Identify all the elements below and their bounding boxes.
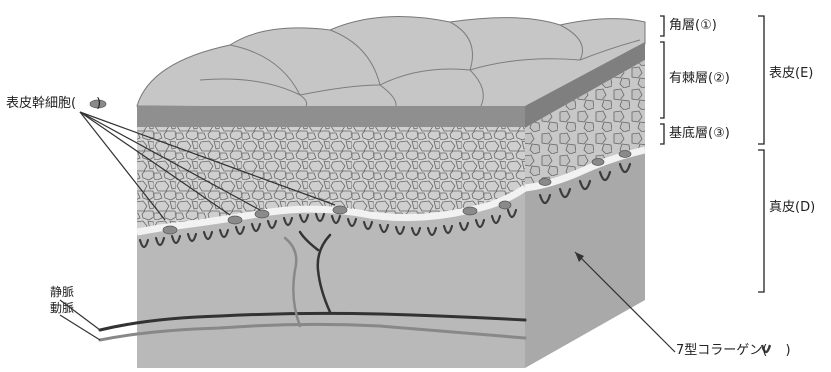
label-stem-cell: 表皮幹細胞() <box>6 96 101 112</box>
cornified-band-front <box>137 106 525 128</box>
label-artery: 動脈 <box>50 300 74 316</box>
layer-brackets <box>660 16 764 292</box>
collagen-text-close: ) <box>781 343 790 358</box>
label-basal-layer: 基底層(③) <box>669 126 730 142</box>
label-spinous-layer: 有棘層(②) <box>669 71 730 87</box>
stem-cell-text: 表皮幹細胞( <box>6 96 76 111</box>
label-epidermis: 表皮(E) <box>769 66 813 82</box>
label-vein: 静脈 <box>50 284 74 300</box>
label-stratum-corneum: 角層(①) <box>669 18 717 34</box>
collagen-text: 7型コラーゲン( <box>676 343 767 358</box>
label-collagen: 7型コラーゲン( ) <box>676 343 791 359</box>
label-dermis: 真皮(D) <box>769 200 815 216</box>
stem-cell-text-close: ) <box>96 96 101 111</box>
